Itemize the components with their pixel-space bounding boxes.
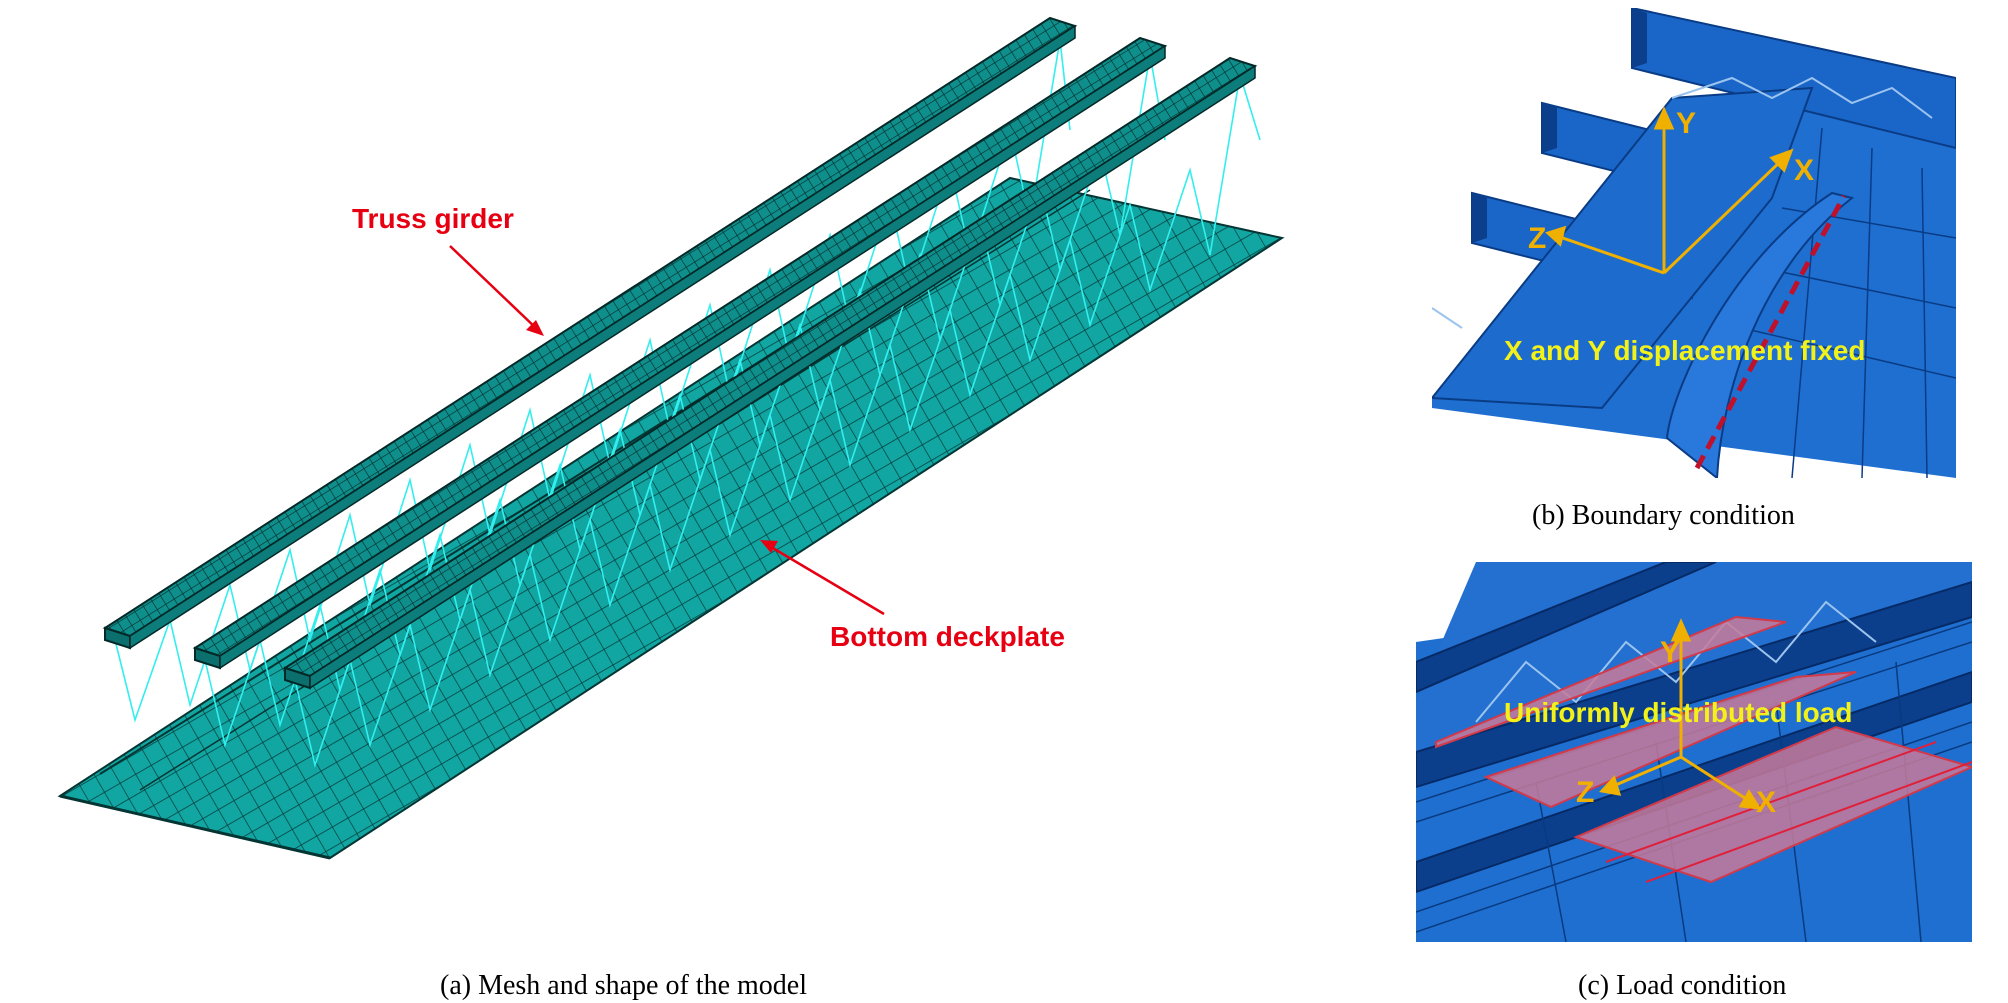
panel-b-boundary: Y X Z X and Y displacement fixed <box>1432 8 1956 478</box>
truss-girder-1 <box>102 16 1078 650</box>
caption-c: (c) Load condition <box>1578 970 1787 1001</box>
load-annotation: Uniformly distributed load <box>1504 697 1852 728</box>
caption-a: (a) Mesh and shape of the model <box>440 970 807 1001</box>
axis-label-z-c: Z <box>1576 776 1594 809</box>
fixed-boundary-line <box>1694 194 1847 470</box>
axis-label-z-b: Z <box>1528 222 1546 255</box>
boundary-annotation: X and Y displacement fixed <box>1504 335 1866 366</box>
arrow-truss-girder <box>449 245 539 331</box>
label-truss-girder: Truss girder <box>352 203 514 234</box>
axes-triad-c <box>1599 618 1762 810</box>
panel-c-load: Y X Z Uniformly distributed load <box>1416 562 1972 942</box>
panel-a-mesh-model: Truss girder Bottom deckplate <box>57 16 1285 860</box>
axis-label-y-b: Y <box>1676 107 1696 140</box>
arrow-head-truss <box>526 320 544 336</box>
axis-label-y-c: Y <box>1660 636 1680 669</box>
truss-girder-2 <box>192 36 1168 670</box>
axis-label-x-b: X <box>1794 154 1814 187</box>
truss-girder-3 <box>282 56 1258 690</box>
arrow-bottom-deckplate <box>765 542 885 616</box>
caption-b: (b) Boundary condition <box>1532 500 1795 531</box>
arrow-head-deck <box>760 540 778 553</box>
axes-triad-b <box>1545 106 1794 275</box>
label-bottom-deckplate: Bottom deckplate <box>830 621 1065 652</box>
axis-label-x-c: X <box>1756 786 1776 819</box>
